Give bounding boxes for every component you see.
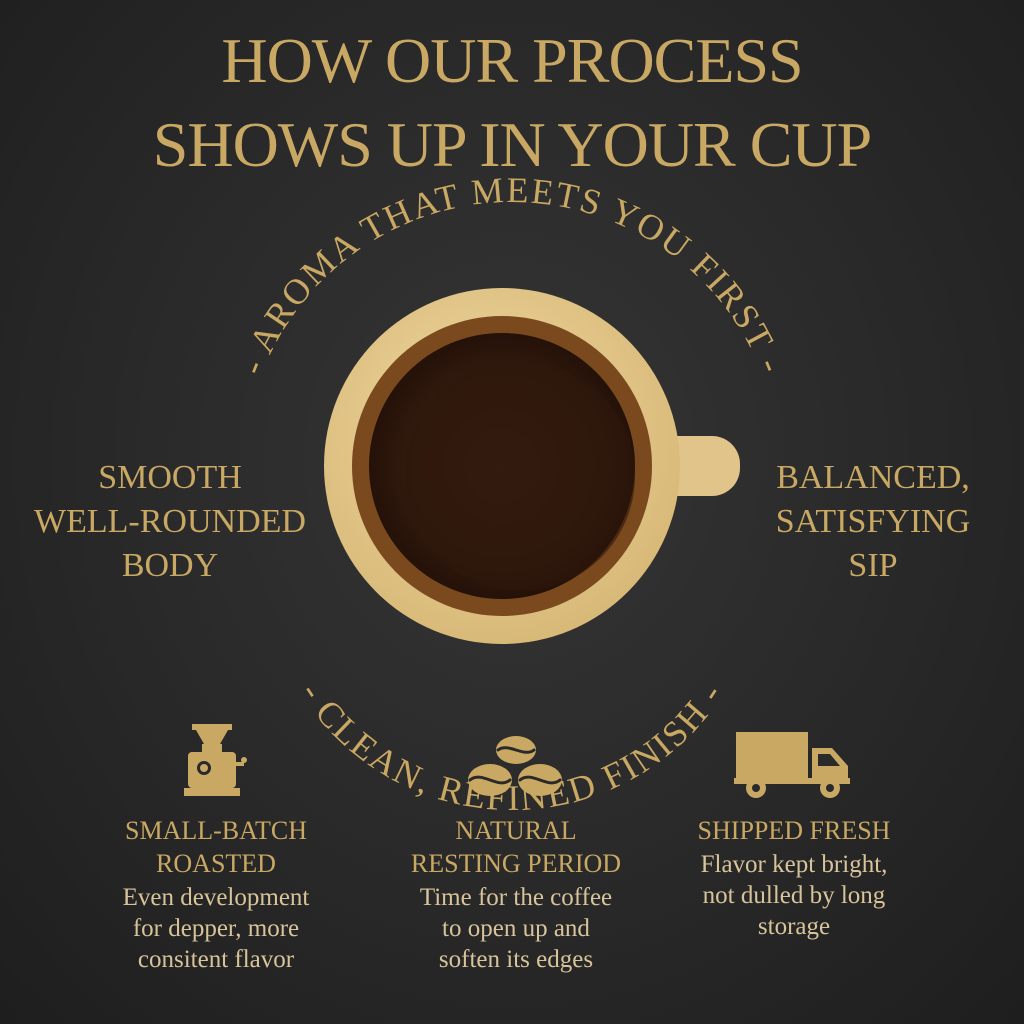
feature-heading-line-1: SHIPPED FRESH <box>697 816 891 845</box>
left-label: SMOOTH WELL-ROUNDED BODY <box>10 456 330 588</box>
feature-desc-line-2: to open up and <box>442 915 590 942</box>
feature-desc-line-3: consitent flavor <box>137 946 295 973</box>
delivery-truck-icon <box>734 732 850 798</box>
feature-desc-line-3: soften its edges <box>438 946 594 973</box>
right-label-line-3: SIP <box>848 547 898 584</box>
left-label-line-2: WELL-ROUNDED <box>34 503 306 540</box>
feature-natural-resting: NATURAL RESTING PERIOD Time for the coff… <box>366 720 666 975</box>
coffee-shadow <box>405 361 635 591</box>
feature-desc-line-2: not dulled by long <box>702 882 886 909</box>
feature-desc-line-3: storage <box>757 913 831 940</box>
left-label-line-1: SMOOTH <box>98 459 242 496</box>
feature-small-batch: SMALL-BATCH ROASTED Even development for… <box>66 720 366 975</box>
right-label-line-1: BALANCED, <box>776 459 970 496</box>
feature-shipped-fresh: SHIPPED FRESH Flavor kept bright, not du… <box>644 720 944 942</box>
feature-heading-line-1: NATURAL <box>455 816 577 845</box>
feature-desc-line-1: Flavor kept bright, <box>700 851 888 878</box>
feature-desc-line-1: Even development <box>122 884 310 911</box>
page-title-line-1: HOW OUR PROCESS <box>221 25 803 96</box>
right-label-line-2: SATISFYING <box>775 503 971 540</box>
feature-heading-line-2: RESTING PERIOD <box>410 849 622 878</box>
coffee-beans-icon <box>468 736 562 796</box>
coffee-roaster-icon <box>184 724 247 796</box>
feature-desc-line-2: for depper, more <box>132 915 300 942</box>
feature-heading-line-1: SMALL-BATCH <box>124 816 307 845</box>
feature-heading-line-2: ROASTED <box>156 849 276 878</box>
page-title-line-2: SHOWS UP IN YOUR CUP <box>152 109 872 180</box>
right-label: BALANCED, SATISFYING SIP <box>748 456 998 588</box>
left-label-line-3: BODY <box>121 547 219 584</box>
feature-desc-line-1: Time for the coffee <box>419 884 613 911</box>
